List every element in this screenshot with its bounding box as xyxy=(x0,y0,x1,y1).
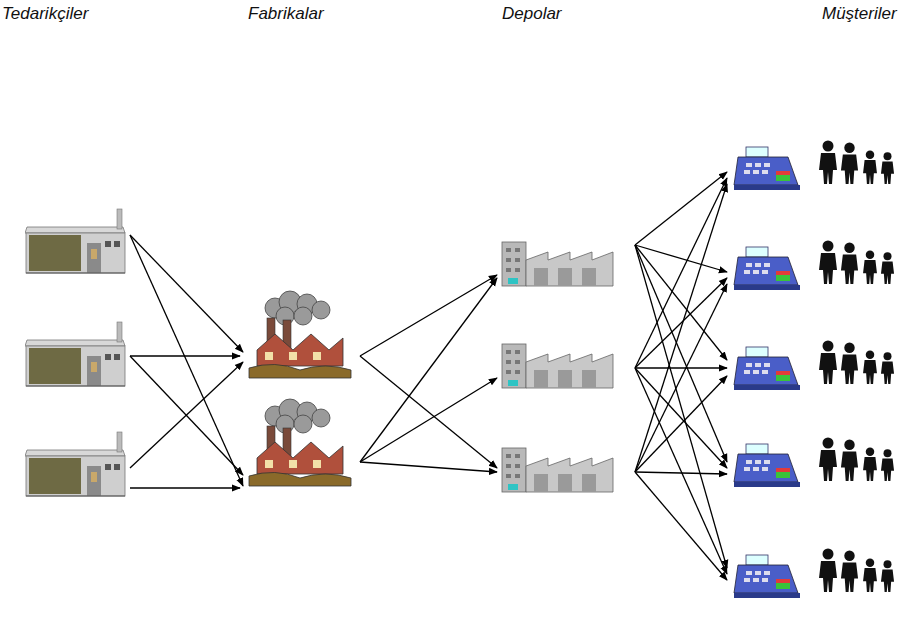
customer-figures xyxy=(819,141,894,593)
flow-arrows xyxy=(130,172,727,580)
register-icons xyxy=(734,147,800,598)
column-heading: Depolar xyxy=(502,4,562,24)
column-heading: Müşteriler xyxy=(822,4,897,24)
factory-icons xyxy=(249,291,351,486)
column-heading: Tedarikçiler xyxy=(2,4,88,24)
warehouse-icons xyxy=(502,242,613,492)
column-heading: Fabrikalar xyxy=(248,4,324,24)
supplier-icons xyxy=(25,209,125,496)
